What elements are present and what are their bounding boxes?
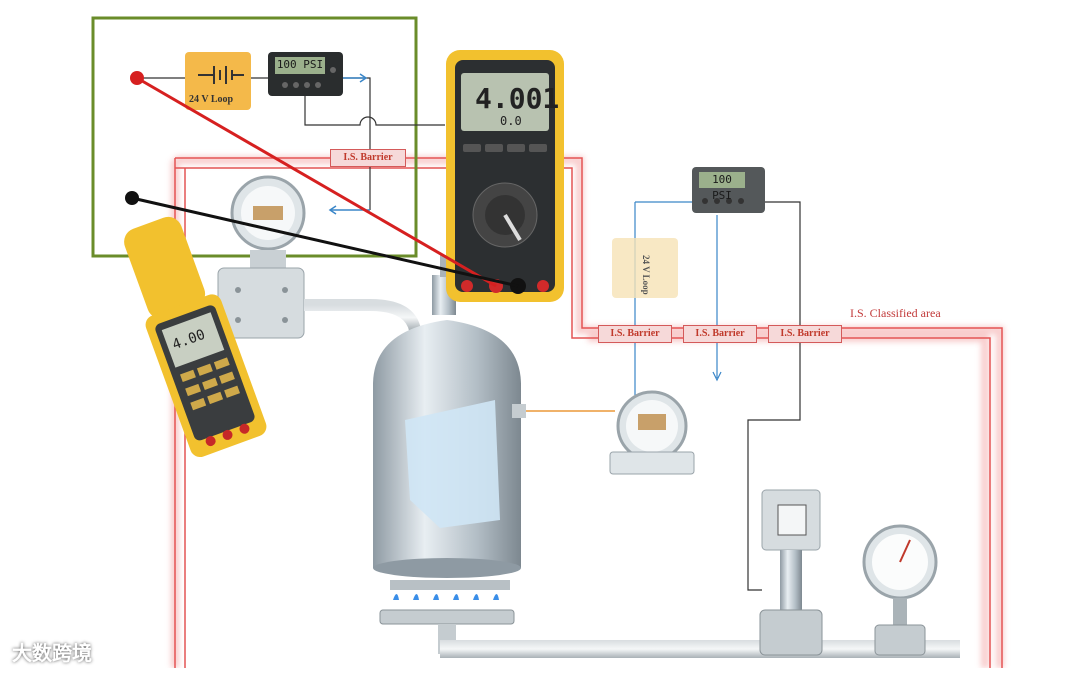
- watermark: 大数跨境: [12, 643, 92, 665]
- loop-supply-label: 24 V Loop: [189, 94, 234, 105]
- clamp-meter: [124, 216, 267, 458]
- multimeter: [446, 50, 564, 302]
- probe-leads: [125, 71, 519, 288]
- right-supply-box: [612, 238, 678, 298]
- right-supply-label: 24 V Loop: [641, 255, 651, 295]
- pressure-transmitter: [217, 175, 421, 339]
- classified-area-label: I.S. Classified area: [850, 306, 941, 320]
- is-barrier-3: I.S. Barrier: [683, 325, 757, 343]
- is-barrier-1: I.S. Barrier: [330, 149, 406, 167]
- valve-assembly: [440, 489, 960, 658]
- multimeter-sub-reading: 0.0: [500, 114, 522, 128]
- steam-tank: [373, 255, 615, 654]
- loop-display-value: 100 PSI: [276, 57, 324, 74]
- multimeter-reading: 4.001: [475, 82, 560, 115]
- is-barrier-2: I.S. Barrier: [598, 325, 672, 343]
- is-barrier-4: I.S. Barrier: [768, 325, 842, 343]
- battery-icon: [198, 66, 244, 84]
- right-display-value: 100 PSI: [699, 172, 745, 202]
- right-transmitter: [609, 390, 695, 475]
- supply-box: [185, 52, 251, 110]
- right-loop-wiring: [634, 201, 801, 591]
